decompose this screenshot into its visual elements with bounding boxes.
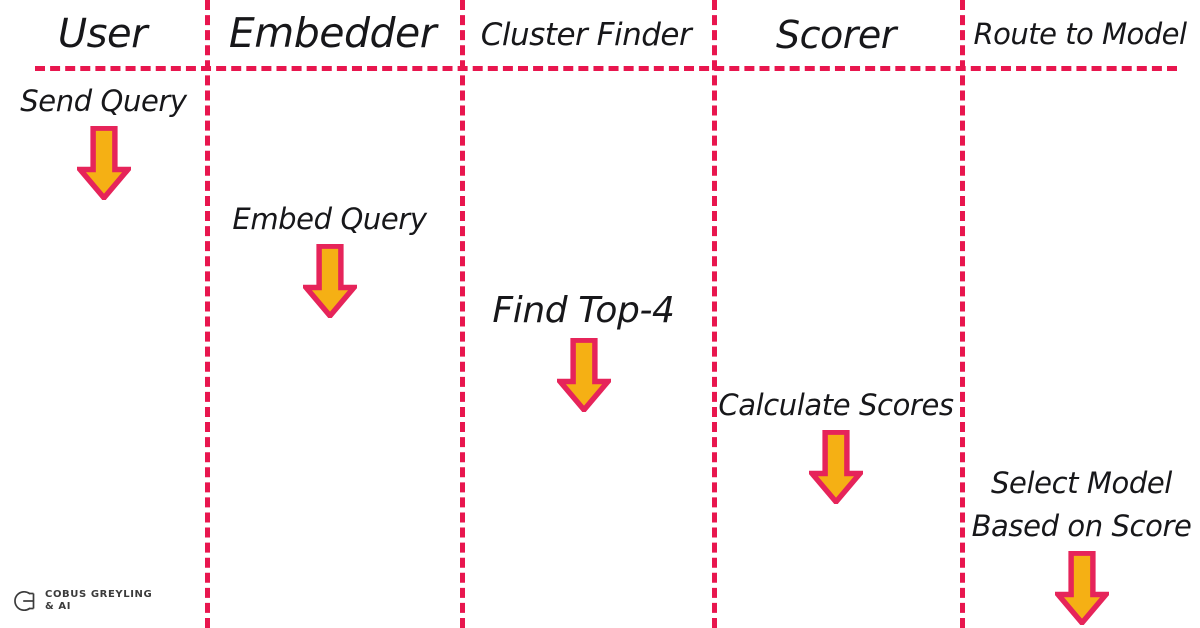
down-arrow-icon bbox=[1054, 551, 1109, 626]
step-select-model: Select Model Based on Score bbox=[963, 466, 1200, 626]
lane-divider-3 bbox=[712, 0, 717, 628]
step-label-find-top-4: Find Top-4 bbox=[492, 290, 675, 331]
step-label-select-model-line1: Select Model bbox=[991, 466, 1172, 500]
lane-header-cluster-finder: Cluster Finder bbox=[480, 17, 692, 53]
step-label-calculate-scores: Calculate Scores bbox=[718, 388, 954, 422]
lane-header-scorer: Scorer bbox=[776, 13, 896, 57]
cobus-greyling-monogram-icon bbox=[14, 590, 35, 612]
step-calculate-scores: Calculate Scores bbox=[715, 388, 957, 505]
lane-divider-1 bbox=[205, 0, 210, 628]
step-label-select-model-line2: Based on Score bbox=[971, 509, 1192, 544]
logo-line-1: COBUS GREYLING bbox=[45, 588, 153, 600]
lane-divider-4 bbox=[960, 0, 965, 628]
brand-logo: COBUS GREYLING & AI bbox=[8, 586, 152, 616]
step-send-query: Send Query bbox=[2, 84, 205, 201]
lane-header-user: User bbox=[57, 11, 148, 57]
logo-line-2: & AI bbox=[45, 601, 72, 612]
step-label-embed-query: Embed Query bbox=[232, 202, 427, 236]
down-arrow-icon bbox=[302, 244, 357, 319]
step-label-send-query: Send Query bbox=[20, 84, 187, 118]
down-arrow-icon bbox=[809, 430, 863, 505]
step-embed-query: Embed Query bbox=[207, 202, 452, 319]
lane-divider-2 bbox=[460, 0, 465, 628]
down-arrow-icon bbox=[76, 126, 131, 201]
header-divider-line bbox=[35, 66, 1177, 71]
down-arrow-icon bbox=[556, 338, 611, 413]
lane-header-route-to-model: Route to Model bbox=[973, 17, 1187, 51]
lane-header-embedder: Embedder bbox=[228, 9, 437, 57]
step-find-top-4: Find Top-4 bbox=[462, 290, 705, 413]
